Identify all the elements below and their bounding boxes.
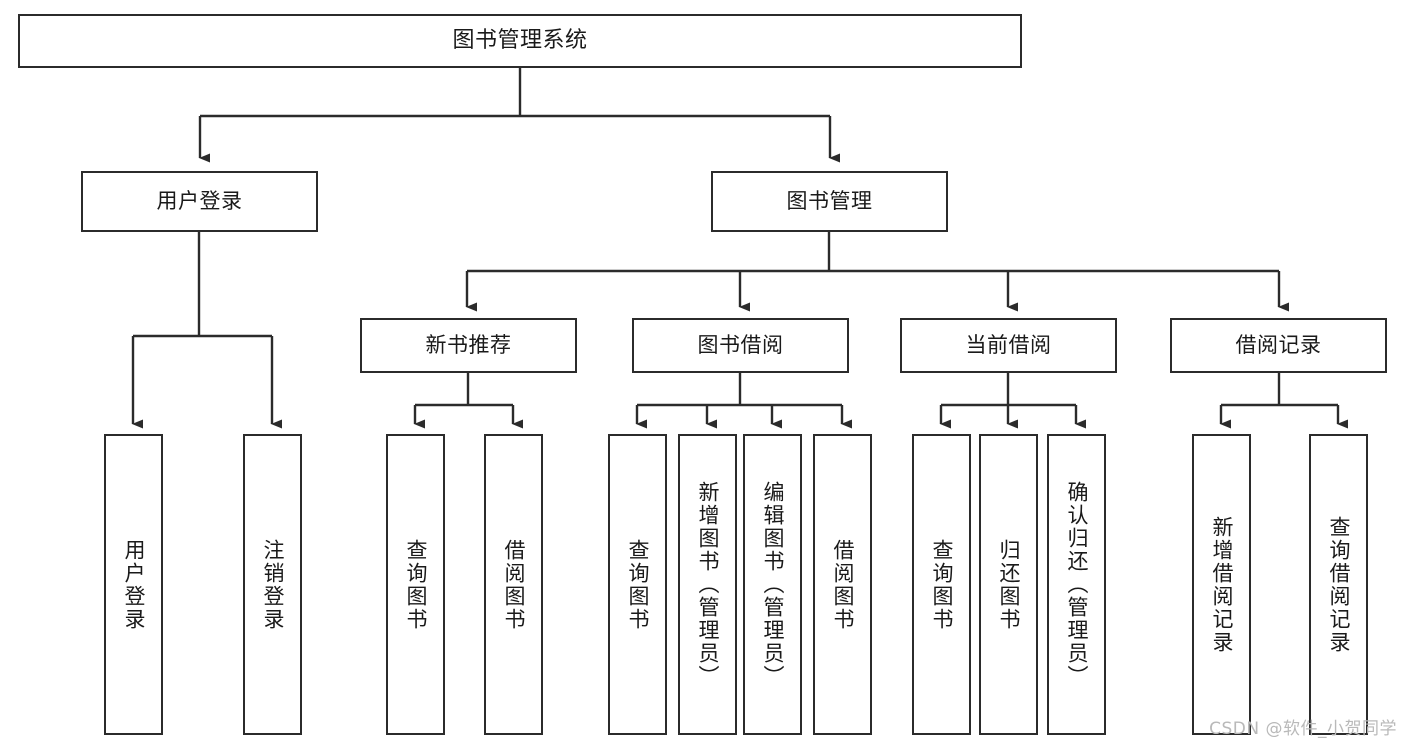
watermark: CSDN @软件_小贺同学 [1209,719,1397,739]
node-label: 用户登录 [122,538,146,631]
node-user-login[interactable]: 用户登录 [81,171,318,232]
node-leaf-query-book-recommend[interactable]: 查询图书 [386,434,445,735]
node-label: 借阅图书 [502,538,526,631]
node-borrow-record[interactable]: 借阅记录 [1170,318,1387,373]
node-label: 查询图书 [404,538,428,631]
node-label: 查询图书 [626,538,650,631]
node-new-book-recommend[interactable]: 新书推荐 [360,318,577,373]
node-book-borrow[interactable]: 图书借阅 [632,318,849,373]
node-root-system[interactable]: 图书管理系统 [18,14,1022,68]
node-label: 确认归还（管理员） [1065,481,1089,688]
node-label: 新书推荐 [425,333,512,358]
node-label: 图书借阅 [697,333,784,358]
node-label: 新增借阅记录 [1210,515,1234,654]
node-label: 借阅图书 [831,538,855,631]
node-label: 用户登录 [156,189,243,214]
node-leaf-add-borrow-record[interactable]: 新增借阅记录 [1192,434,1251,735]
node-leaf-query-borrow-record[interactable]: 查询借阅记录 [1309,434,1368,735]
node-label: 编辑图书（管理员） [761,481,785,688]
node-leaf-query-book-current[interactable]: 查询图书 [912,434,971,735]
node-leaf-user-login[interactable]: 用户登录 [104,434,163,735]
node-leaf-borrow-book[interactable]: 借阅图书 [813,434,872,735]
node-label: 新增图书（管理员） [696,481,720,688]
node-label: 当前借阅 [965,333,1052,358]
node-label: 图书管理系统 [452,28,588,54]
node-leaf-return-book[interactable]: 归还图书 [979,434,1038,735]
node-label: 归还图书 [997,538,1021,631]
node-book-management[interactable]: 图书管理 [711,171,948,232]
node-current-borrow[interactable]: 当前借阅 [900,318,1117,373]
node-label: 查询图书 [930,538,954,631]
node-leaf-logout[interactable]: 注销登录 [243,434,302,735]
node-label: 借阅记录 [1235,333,1322,358]
node-leaf-borrow-book-recommend[interactable]: 借阅图书 [484,434,543,735]
node-label: 查询借阅记录 [1327,515,1351,654]
node-label: 注销登录 [261,538,285,631]
node-leaf-query-book-borrow[interactable]: 查询图书 [608,434,667,735]
node-leaf-confirm-return-admin[interactable]: 确认归还（管理员） [1047,434,1106,735]
node-leaf-add-book-admin[interactable]: 新增图书（管理员） [678,434,737,735]
node-label: 图书管理 [786,189,873,214]
node-leaf-edit-book-admin[interactable]: 编辑图书（管理员） [743,434,802,735]
